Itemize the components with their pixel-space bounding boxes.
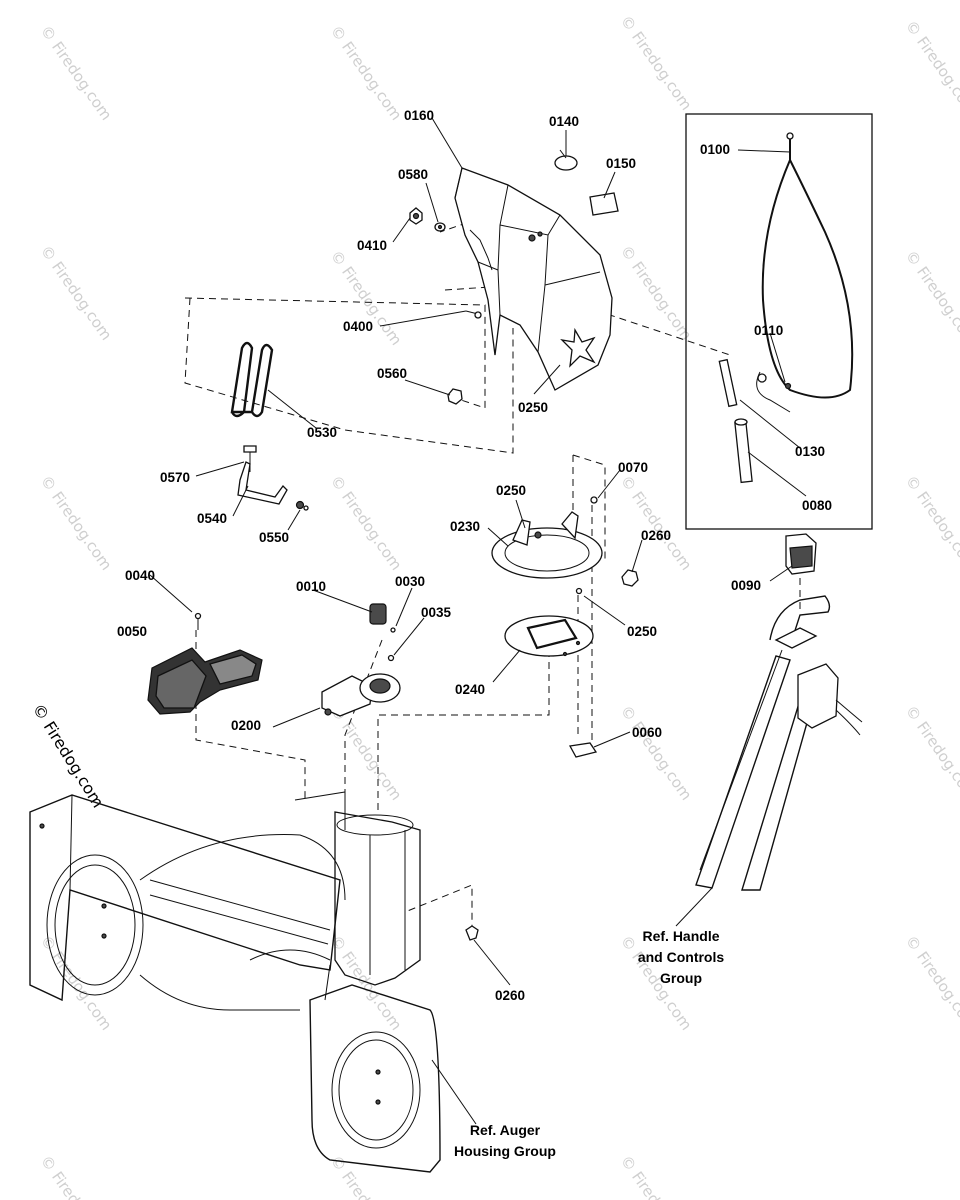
rotation-plate [504,615,594,657]
label-0140: 0140 [549,114,579,129]
watermark: © Firedog.com [902,932,960,1034]
switch-part [785,533,817,575]
label-0410: 0410 [357,238,387,253]
ref-auger-line1: Ref. Auger [470,1122,541,1138]
copyright-mark: © Firedog.com [29,700,108,811]
label-0230: 0230 [450,519,480,534]
label-0550: 0550 [259,530,289,545]
reference-labels: Ref. Handle and Controls Group Ref. Auge… [454,928,724,1159]
watermark: © Firedog.com [327,472,406,574]
watermark: © Firedog.com [617,702,696,804]
auger-housing [29,791,479,1173]
label-0200: 0200 [231,718,261,733]
label-0260-lower: 0260 [495,988,525,1003]
watermark: © Firedog.com [617,472,696,574]
label-0100: 0100 [700,142,730,157]
watermark: © Firedog.com [617,242,696,344]
bracket-hardware [237,445,309,511]
spring-rod [230,341,274,418]
watermark: © Firedog.com [37,932,116,1034]
chute-hardware [409,207,482,405]
watermark: © Firedog.com [37,22,116,124]
watermark: © Firedog.com [327,702,406,804]
leader-lines [149,117,807,1125]
ref-auger-line2: Housing Group [454,1143,556,1159]
motor-assembly [321,603,401,717]
label-0250-chute: 0250 [518,400,548,415]
label-0570: 0570 [160,470,190,485]
discharge-chute [454,167,613,391]
watermark: © Firedog.com [617,12,696,114]
watermark: © Firedog.com [327,1152,406,1200]
part-labels: 0160 0140 0150 0580 0410 0400 0560 0250 … [117,108,832,1003]
ref-handle-line1: Ref. Handle [642,928,719,944]
ref-handle-line3: Group [660,970,702,986]
watermark: © Firedog.com [37,242,116,344]
label-0060: 0060 [632,725,662,740]
label-0250-plate: 0250 [627,624,657,639]
cable-assembly [718,132,854,484]
watermark: © Firedog.com [327,22,406,124]
label-0050: 0050 [117,624,147,639]
label-0260-upper: 0260 [641,528,671,543]
label-0110: 0110 [754,323,783,338]
label-0400: 0400 [343,319,373,334]
label-0070: 0070 [618,460,648,475]
watermark: © Firedog.com [902,472,960,574]
label-0250-ring: 0250 [496,483,526,498]
watermark: © Firedog.com [37,1152,116,1200]
decal-label [589,192,619,216]
label-0010: 0010 [296,579,326,594]
label-0130: 0130 [795,444,825,459]
motor-cover [147,647,263,715]
watermark: © Firedog.com [902,17,960,119]
watermark: © Firedog.com [327,932,406,1034]
cable-inset-box [685,113,873,530]
label-0580: 0580 [398,167,428,182]
chute-rotation-ring [491,511,603,579]
label-0160: 0160 [404,108,434,123]
watermark: © Firedog.com [902,247,960,349]
label-0090: 0090 [731,578,761,593]
label-0035: 0035 [421,605,452,620]
watermark: © Firedog.com [37,472,116,574]
label-0560: 0560 [377,366,407,381]
label-0540: 0540 [197,511,227,526]
label-0150: 0150 [606,156,636,171]
label-0530: 0530 [307,425,337,440]
handle-assembly [695,595,863,891]
ring-hardware [568,496,639,758]
label-0040: 0040 [125,568,155,583]
label-0080: 0080 [802,498,832,513]
ref-handle-line2: and Controls [638,949,725,965]
label-0240: 0240 [455,682,485,697]
watermark: © Firedog.com [617,1152,696,1200]
label-0030: 0030 [395,574,425,589]
cable-tie [554,155,578,171]
watermark: © Firedog.com [902,702,960,804]
